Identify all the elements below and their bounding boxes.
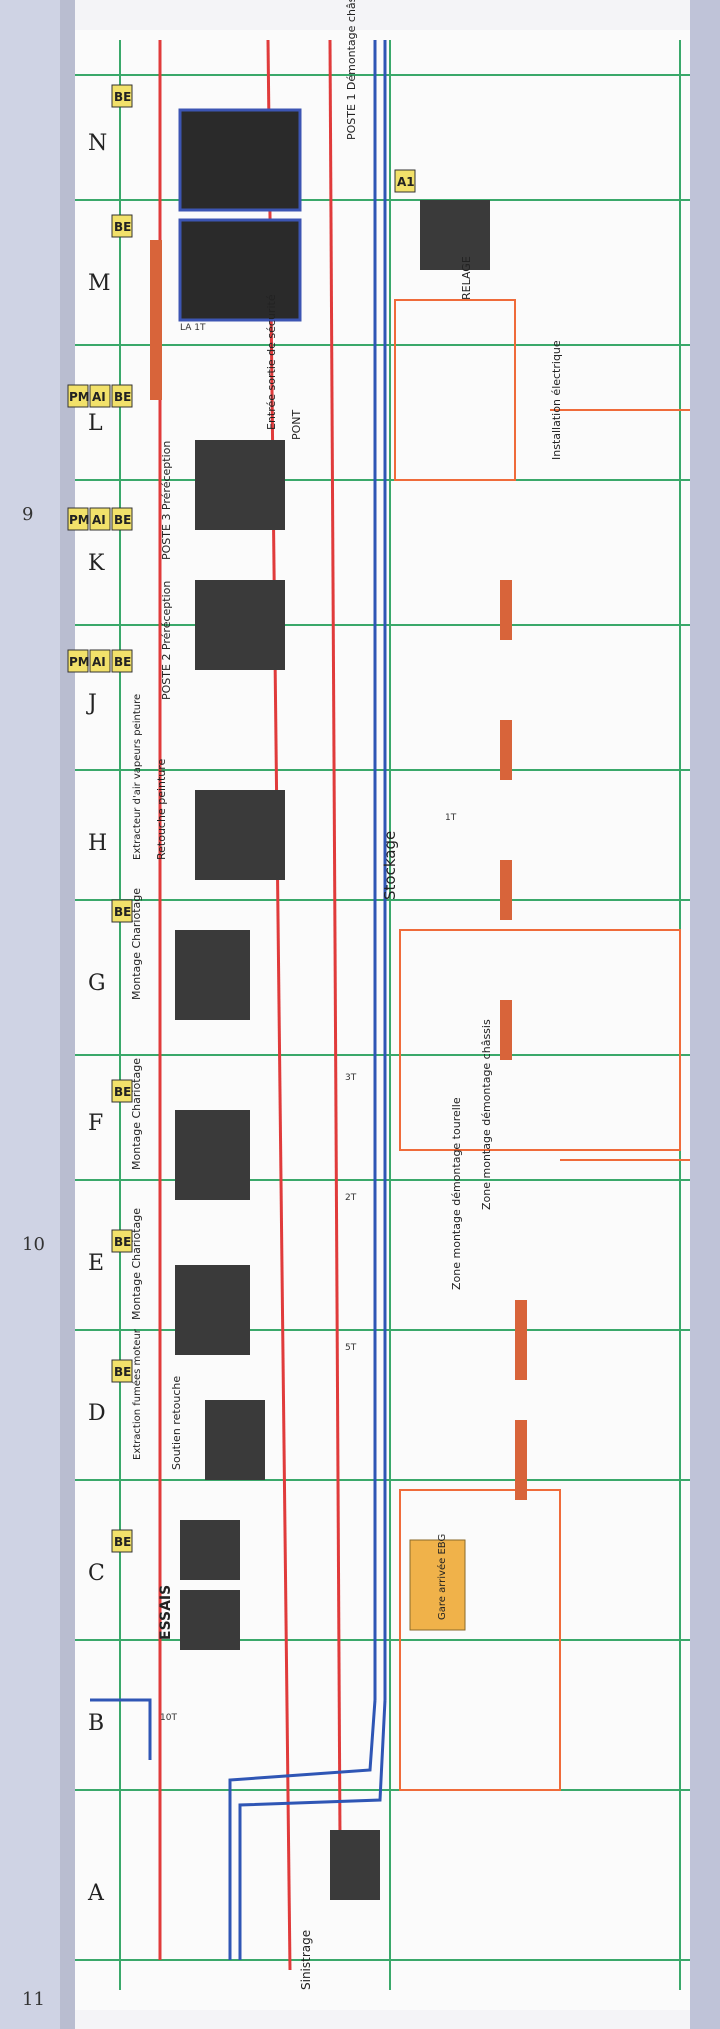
- badge-ai: AI: [92, 655, 106, 669]
- badge-be: BE: [114, 1365, 131, 1379]
- label-sinistrage: Sinistrage: [299, 1930, 313, 1990]
- badge-be: BE: [114, 513, 131, 527]
- label-poste3: POSTE 3 Préréception: [160, 441, 173, 560]
- label-montage-f: Montage Chariotage: [130, 1058, 143, 1170]
- badge-pm: PM: [69, 513, 90, 527]
- machine-poste3: [195, 440, 285, 530]
- label-montage-g: Montage Chariotage: [130, 888, 143, 1000]
- label-installation: Installation électrique: [550, 340, 563, 460]
- machine-poste1b: [178, 218, 302, 322]
- machine-retouche: [195, 790, 285, 880]
- tag-1t: 1T: [445, 813, 457, 823]
- badge-ai: AI: [92, 390, 106, 404]
- badge-a1: A1: [397, 175, 415, 189]
- label-poste2: POSTE 2 Préréception: [160, 581, 173, 700]
- machine-soutien: [205, 1400, 265, 1480]
- machine-essais-2: [180, 1590, 240, 1650]
- zone-labels: POSTE 1 Démontage châssis POSTE 3 Préréc…: [130, 0, 563, 1990]
- badge-be: BE: [114, 1085, 131, 1099]
- tag-2t: 2T: [345, 1193, 357, 1203]
- machines: [175, 108, 490, 1900]
- badge-be: BE: [114, 1535, 131, 1549]
- bay-letter-h: H: [88, 831, 107, 856]
- label-gare: Gare arrivée EBG: [436, 1534, 448, 1620]
- label-montage-e: Montage Chariotage: [130, 1208, 143, 1320]
- badge-be: BE: [114, 220, 131, 234]
- bay-letter-b: B: [88, 1711, 104, 1736]
- partitions: [394, 299, 690, 1791]
- label-zone-tourelle: Zone montage démontage tourelle: [450, 1097, 463, 1290]
- machine-relage: [420, 200, 490, 270]
- machine-montage-g: [175, 930, 250, 1020]
- tag-5t: 5T: [345, 1343, 357, 1353]
- label-stockage: Stockage: [381, 831, 399, 900]
- bay-letter-k: K: [88, 551, 105, 576]
- bay-grid: [75, 40, 690, 1990]
- machine-sinistrage: [330, 1830, 380, 1900]
- label-retouche: Retouche peinture: [155, 758, 168, 860]
- gare-arrivee-box: [409, 1539, 466, 1631]
- capacity-tags: 2T 3T LA 1T 1T 10T 5T: [160, 323, 457, 1723]
- badge-be: BE: [114, 1235, 131, 1249]
- bay-letter-e: E: [88, 1251, 104, 1276]
- label-entree: Entrée sortie de sécurité: [265, 294, 278, 430]
- badge-pm: PM: [69, 390, 90, 404]
- badge-be: BE: [114, 655, 131, 669]
- label-essais: ESSAIS: [158, 1585, 174, 1640]
- machine-poste2: [195, 580, 285, 670]
- bay-letter-a: A: [87, 1881, 105, 1906]
- tag-3t: 3T: [345, 1073, 357, 1083]
- bay-letter-d: D: [88, 1401, 106, 1426]
- bay-letter-m: M: [88, 271, 111, 296]
- label-zone-chassis: Zone montage démontage châssis: [480, 1019, 493, 1210]
- label-pont: PONT: [290, 409, 303, 440]
- storage-racks: [150, 240, 527, 1500]
- bay-letters: N M L K J H G F E D C B A: [86, 131, 111, 1906]
- bay-letter-n: N: [88, 131, 107, 156]
- label-relage: RELAGE: [460, 256, 473, 300]
- bay-letter-j: J: [86, 691, 97, 716]
- tag-10t: 10T: [160, 1713, 177, 1723]
- bay-letter-l: L: [88, 411, 103, 436]
- circulation-path: [90, 40, 387, 1960]
- row-label-9: 9: [22, 504, 33, 525]
- bay-letter-g: G: [88, 971, 106, 996]
- left-margin: [0, 0, 60, 2029]
- bay-letter-c: C: [88, 1561, 105, 1586]
- machine-poste1: [178, 108, 302, 212]
- bay-letter-f: F: [88, 1111, 103, 1136]
- badge-be: BE: [114, 390, 131, 404]
- machine-essais-1: [180, 1520, 240, 1580]
- badge-column: BE BE BE AI PM BE AI PM BE AI PM BE BE B…: [67, 84, 416, 1553]
- badge-be: BE: [114, 90, 131, 104]
- badge-be: BE: [114, 905, 131, 919]
- badge-pm: PM: [69, 655, 90, 669]
- row-label-10: 10: [22, 1234, 45, 1255]
- machine-montage-f: [175, 1110, 250, 1200]
- label-poste1: POSTE 1 Démontage châssis: [345, 0, 358, 140]
- tag-la1t: LA 1T: [180, 323, 206, 333]
- machine-montage-e: [175, 1265, 250, 1355]
- label-extracteur: Extracteur d'air vapeurs peinture: [132, 694, 143, 860]
- row-label-11: 11: [22, 1989, 45, 2010]
- badge-ai: AI: [92, 513, 106, 527]
- right-margin: [690, 0, 720, 2029]
- label-soutien: Soutien retouche: [170, 1376, 183, 1470]
- label-extraction: Extraction fumées moteur: [131, 1328, 143, 1460]
